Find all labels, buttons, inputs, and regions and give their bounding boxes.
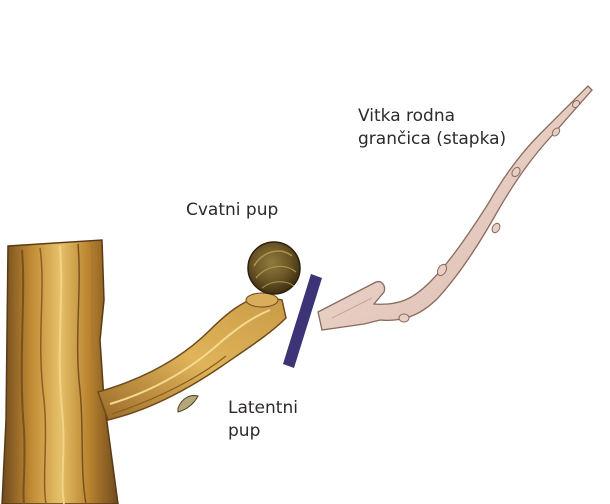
latent-bud-label-line1: Latentni bbox=[228, 398, 298, 419]
flower-bud-label: Cvatni pup bbox=[186, 200, 278, 221]
latent-bud-label-line2: pup bbox=[228, 421, 260, 442]
latent-bud bbox=[178, 396, 198, 413]
flower-bud bbox=[248, 242, 300, 294]
spur-label-line1: Vitka rodna bbox=[358, 106, 455, 127]
tree-trunk bbox=[2, 240, 118, 504]
spur-label-line2: grančica (stapka) bbox=[358, 129, 506, 150]
